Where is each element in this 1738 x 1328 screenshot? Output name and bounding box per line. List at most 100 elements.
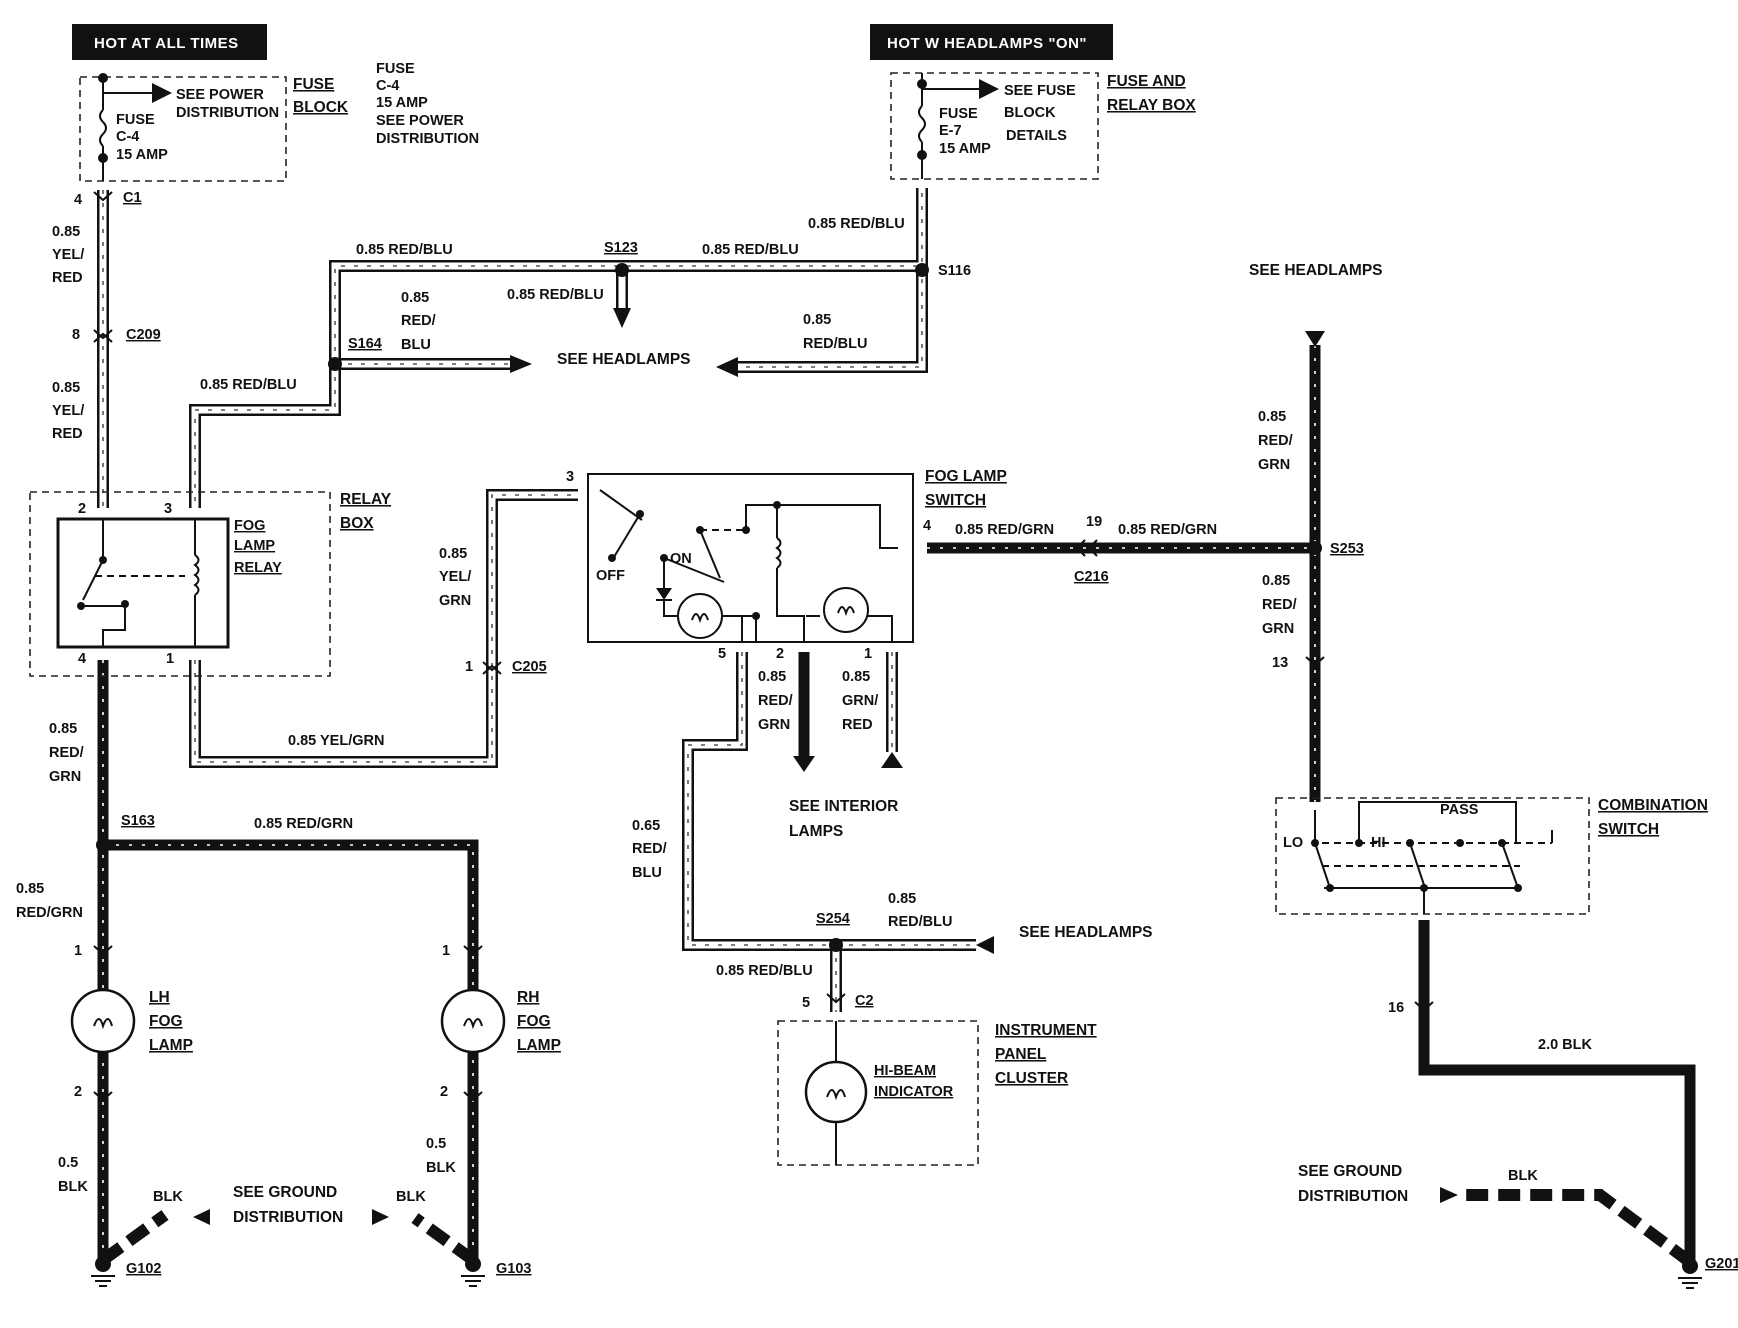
svg-text:ON: ON [670, 551, 692, 567]
svg-text:G103: G103 [496, 1261, 531, 1277]
svg-text:BLU: BLU [401, 337, 431, 353]
svg-text:RELAY: RELAY [234, 560, 282, 576]
svg-text:HOT W HEADLAMPS "ON": HOT W HEADLAMPS "ON" [887, 35, 1087, 52]
svg-text:DISTRIBUTION: DISTRIBUTION [376, 131, 479, 147]
svg-text:RH: RH [517, 989, 539, 1006]
svg-text:PASS: PASS [1440, 802, 1479, 818]
ground-symbols: G102 G103 G201 [91, 1256, 1738, 1289]
lh-fog-lamp: LH FOG LAMP 1 2 [70, 943, 193, 1100]
svg-text:1: 1 [442, 943, 450, 959]
svg-text:FUSE: FUSE [939, 106, 978, 122]
svg-text:E-7: E-7 [939, 123, 962, 139]
svg-text:HOT AT ALL TIMES: HOT AT ALL TIMES [94, 35, 239, 52]
fuse-and-relay-box: SEE FUSE BLOCK DETAILS FUSE E-7 15 AMP F… [890, 72, 1196, 180]
svg-text:RED/: RED/ [632, 841, 667, 857]
svg-text:RED/: RED/ [1262, 597, 1297, 613]
svg-text:RED/: RED/ [401, 313, 436, 329]
svg-text:SWITCH: SWITCH [925, 492, 986, 509]
svg-text:DISTRIBUTION: DISTRIBUTION [176, 105, 279, 121]
svg-text:GRN: GRN [1262, 621, 1294, 637]
svg-text:5: 5 [802, 995, 810, 1011]
svg-text:INSTRUMENT: INSTRUMENT [995, 1022, 1097, 1039]
svg-text:0.85 RED/BLU: 0.85 RED/BLU [507, 287, 604, 303]
svg-text:DISTRIBUTION: DISTRIBUTION [1298, 1188, 1408, 1205]
svg-text:15 AMP: 15 AMP [376, 95, 428, 111]
svg-text:0.85: 0.85 [888, 891, 916, 907]
svg-text:RED: RED [842, 717, 873, 733]
svg-text:4: 4 [923, 518, 931, 534]
hot-with-headlamps-on-header: HOT W HEADLAMPS "ON" [870, 24, 1113, 60]
svg-text:19: 19 [1086, 514, 1102, 530]
svg-text:FOG: FOG [234, 518, 265, 534]
svg-text:0.85 RED/GRN: 0.85 RED/GRN [254, 816, 353, 832]
svg-text:BLU: BLU [632, 865, 662, 881]
svg-text:4: 4 [78, 651, 86, 667]
svg-text:BLK: BLK [396, 1189, 426, 1205]
svg-text:GRN: GRN [758, 717, 790, 733]
svg-text:RED: RED [52, 426, 83, 442]
svg-text:FOG: FOG [517, 1013, 551, 1030]
svg-text:RED/BLU: RED/BLU [803, 336, 867, 352]
svg-text:0.85 RED/BLU: 0.85 RED/BLU [200, 377, 297, 393]
svg-text:LAMP: LAMP [234, 538, 275, 554]
svg-text:DISTRIBUTION: DISTRIBUTION [233, 1209, 343, 1226]
svg-text:0.5: 0.5 [58, 1155, 78, 1171]
svg-text:GRN: GRN [1258, 457, 1290, 473]
svg-text:1: 1 [166, 651, 174, 667]
svg-text:15 AMP: 15 AMP [116, 147, 168, 163]
svg-text:0.65: 0.65 [632, 818, 660, 834]
svg-text:0.85: 0.85 [842, 669, 870, 685]
svg-text:SEE FUSE: SEE FUSE [1004, 83, 1076, 99]
solid-wires [97, 345, 1696, 1262]
svg-text:0.85: 0.85 [758, 669, 786, 685]
relay-box: FOG LAMP RELAY RELAY BOX 2 3 4 1 [29, 491, 392, 677]
svg-text:LO: LO [1283, 835, 1303, 851]
svg-text:SEE HEADLAMPS: SEE HEADLAMPS [1019, 924, 1153, 941]
svg-text:FOG LAMP: FOG LAMP [925, 468, 1007, 485]
svg-text:1: 1 [465, 659, 473, 675]
svg-text:2: 2 [74, 1084, 82, 1100]
combination-switch[interactable]: LO HI PASS COMBINATION SWITCH [1275, 797, 1708, 915]
svg-text:LAMP: LAMP [517, 1037, 561, 1054]
svg-text:C205: C205 [512, 659, 547, 675]
svg-text:BLK: BLK [153, 1189, 183, 1205]
svg-text:2.0 BLK: 2.0 BLK [1538, 1037, 1593, 1053]
connector-marks [93, 191, 1434, 1102]
svg-text:2: 2 [440, 1084, 448, 1100]
svg-text:1: 1 [864, 646, 872, 662]
splice-points [96, 263, 1322, 952]
svg-text:FUSE: FUSE [293, 76, 334, 93]
svg-text:0.85: 0.85 [16, 881, 44, 897]
svg-text:C209: C209 [126, 327, 161, 343]
fog-lamp-switch[interactable]: OFF ON FOG LAMP SWITCH 3 4 5 2 1 [566, 468, 1007, 662]
svg-text:SEE POWER: SEE POWER [176, 87, 264, 103]
svg-text:DETAILS: DETAILS [1006, 128, 1067, 144]
svg-text:0.85 RED/BLU: 0.85 RED/BLU [356, 242, 453, 258]
svg-text:2: 2 [776, 646, 784, 662]
svg-text:BLOCK: BLOCK [293, 99, 349, 116]
svg-text:G102: G102 [126, 1261, 161, 1277]
svg-text:S116: S116 [938, 263, 971, 279]
svg-text:LAMPS: LAMPS [789, 823, 843, 840]
svg-text:LH: LH [149, 989, 170, 1006]
svg-text:RED/: RED/ [1258, 433, 1293, 449]
svg-text:SEE HEADLAMPS: SEE HEADLAMPS [1249, 262, 1383, 279]
svg-text:15 AMP: 15 AMP [939, 141, 991, 157]
reference-labels: SEE HEADLAMPS SEE HEADLAMPS SEE HEADLAMP… [233, 262, 1408, 1226]
svg-text:0.5: 0.5 [426, 1136, 446, 1152]
svg-text:C-4: C-4 [376, 78, 399, 94]
svg-text:COMBINATION: COMBINATION [1598, 797, 1708, 814]
svg-text:C1: C1 [123, 190, 142, 206]
reference-arrows [193, 308, 1458, 1225]
svg-text:0.85: 0.85 [803, 312, 831, 328]
svg-text:INDICATOR: INDICATOR [874, 1084, 954, 1100]
svg-text:LAMP: LAMP [149, 1037, 193, 1054]
svg-text:RED/: RED/ [758, 693, 793, 709]
svg-text:8: 8 [72, 327, 80, 343]
svg-text:OFF: OFF [596, 568, 625, 584]
svg-text:G201: G201 [1705, 1256, 1738, 1272]
connector-labels: 4 C1 8 C209 1 C205 19 C216 5 C2 13 16 [72, 190, 1404, 1016]
svg-text:C2: C2 [855, 993, 874, 1009]
svg-text:GRN/: GRN/ [842, 693, 878, 709]
svg-text:0.85 RED/GRN: 0.85 RED/GRN [1118, 522, 1217, 538]
